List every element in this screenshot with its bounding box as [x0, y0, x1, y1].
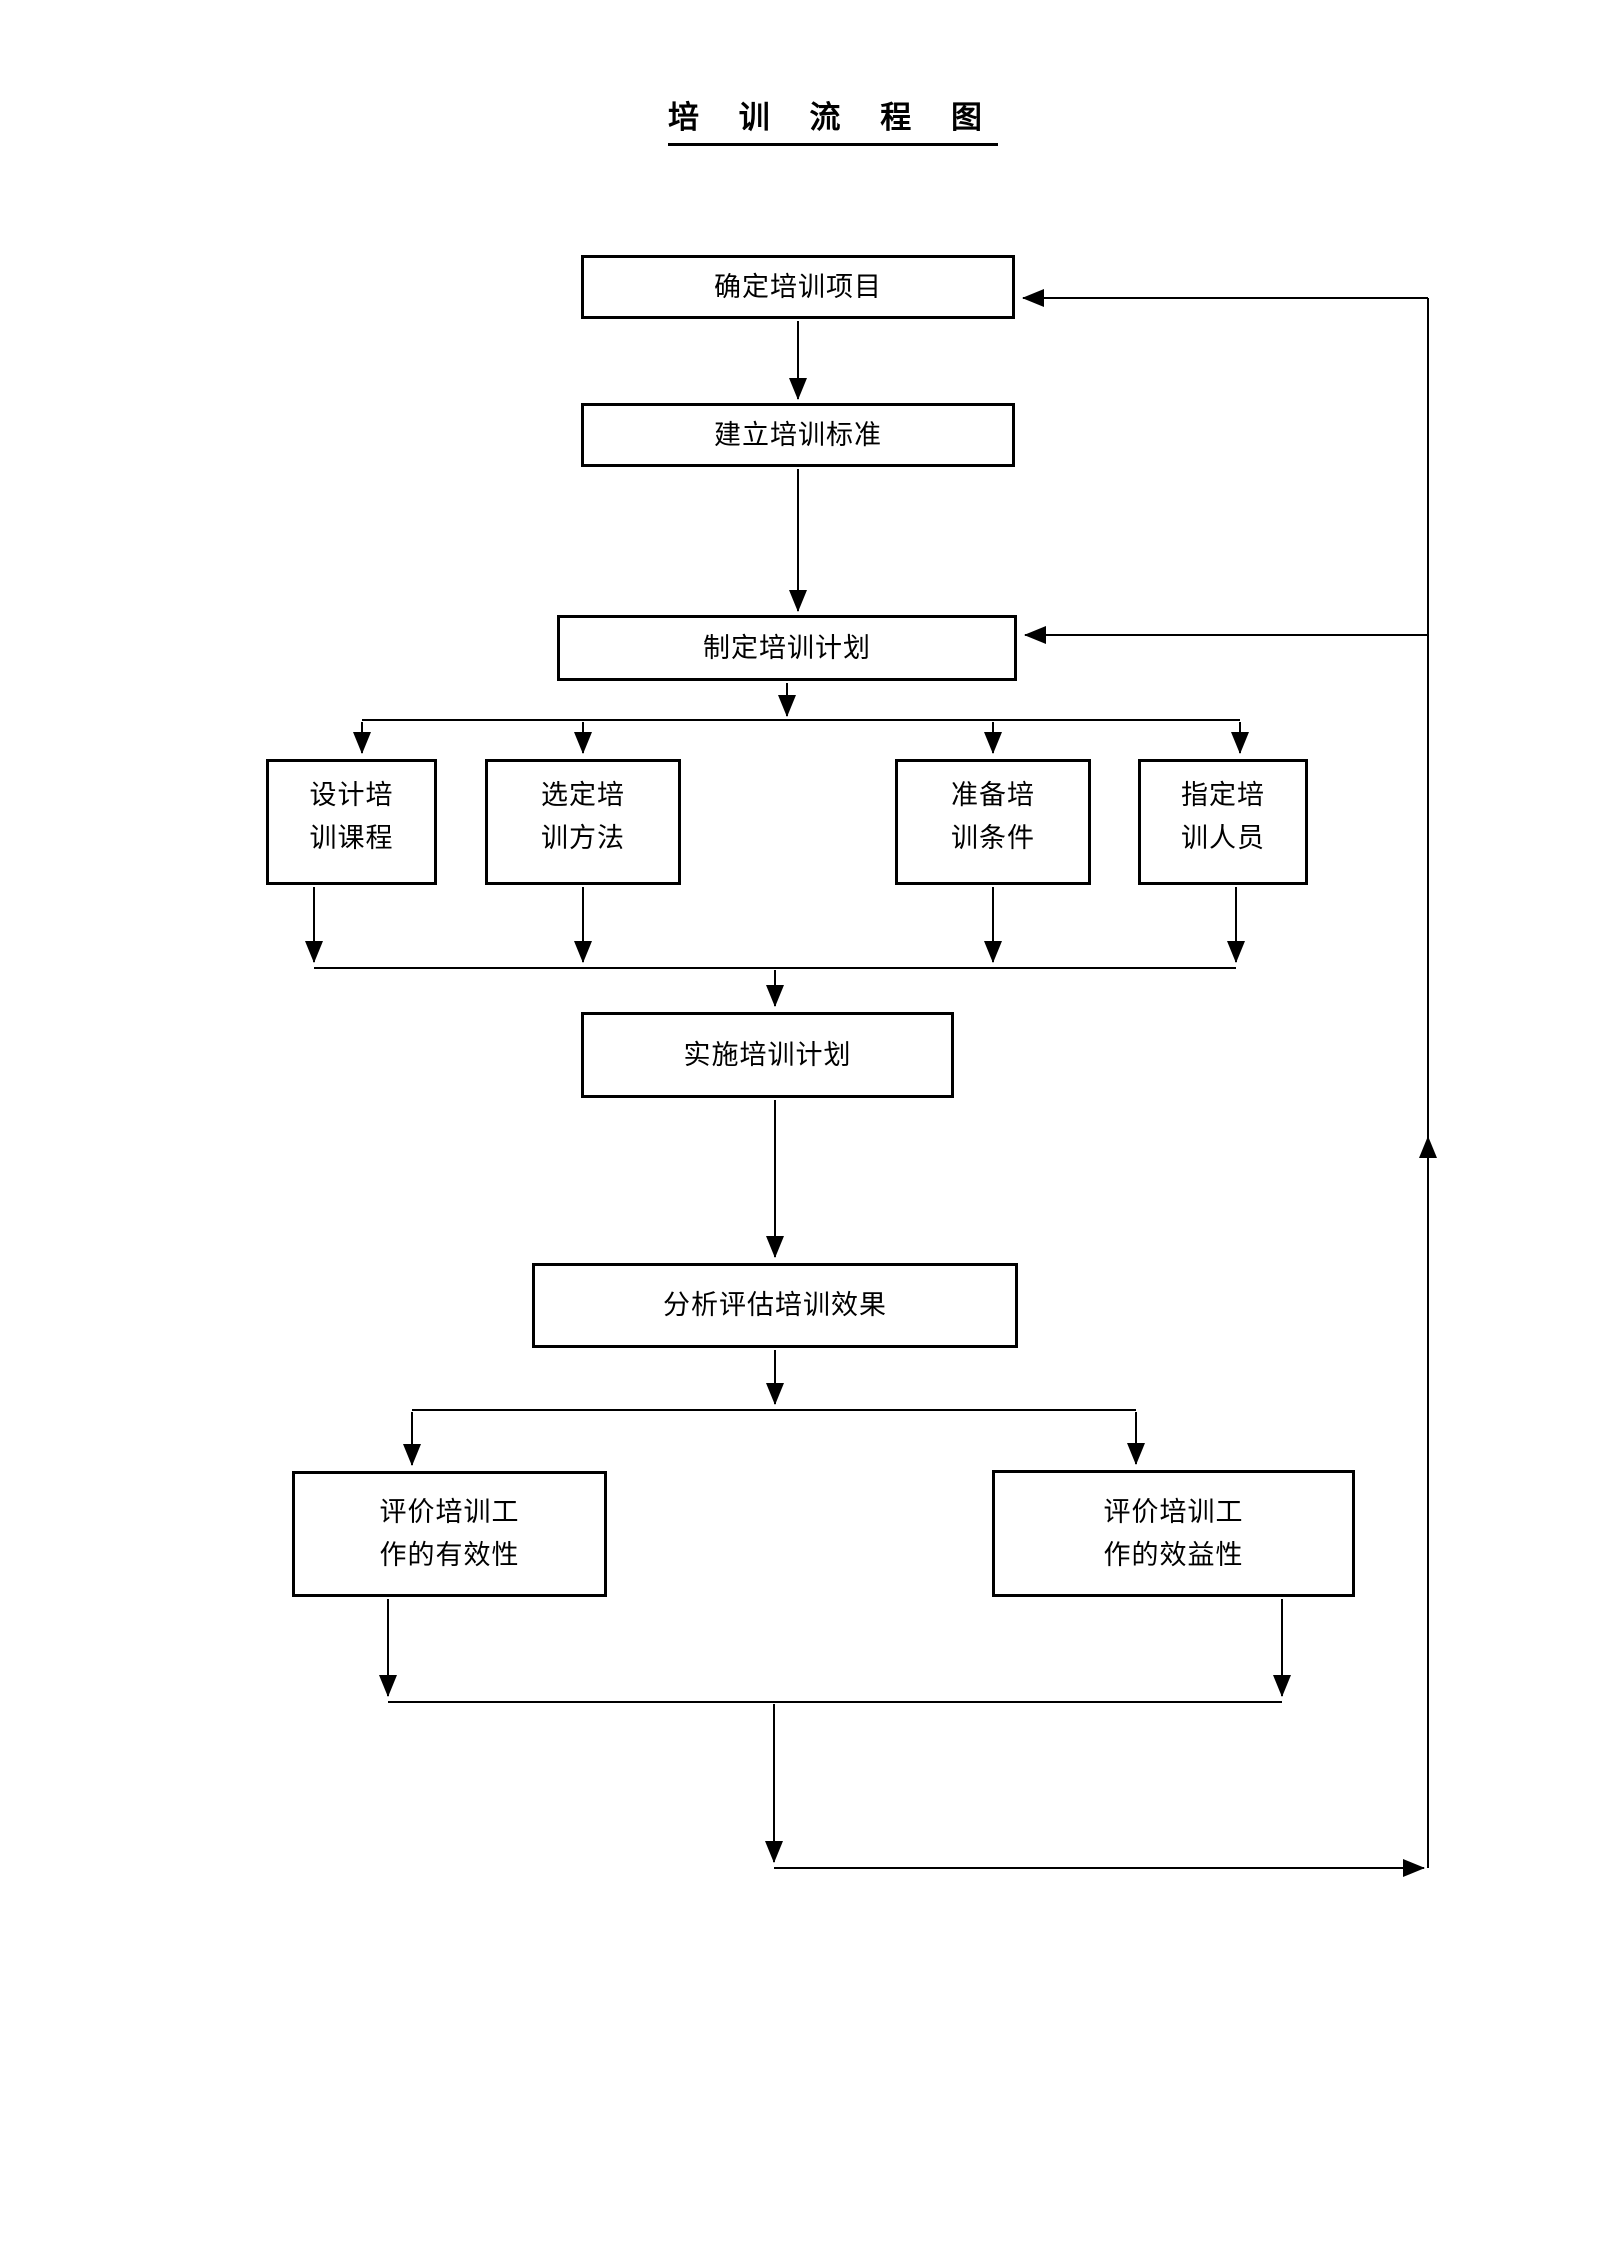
node-make-training-plan: 制定培训计划 [557, 615, 1017, 681]
node-establish-training-standards: 建立培训标准 [581, 403, 1015, 467]
node-label-line2: 训方法 [541, 822, 625, 853]
node-evaluate-training-benefit: 评价培训工 作的效益性 [992, 1470, 1355, 1597]
node-label: 确定培训项目 [714, 271, 882, 302]
node-evaluate-training-effectiveness: 评价培训工 作的有效性 [292, 1471, 607, 1597]
node-analyze-evaluate-training-results: 分析评估培训效果 [532, 1263, 1018, 1348]
node-label-line1: 设计培 [309, 780, 394, 810]
node-label-line1: 评价培训工 [379, 1497, 520, 1528]
node-label-line2: 训课程 [309, 822, 394, 853]
node-prepare-training-conditions: 准备培 训条件 [895, 759, 1091, 885]
node-label-line2: 训条件 [951, 822, 1035, 853]
node-implement-training-plan: 实施培训计划 [581, 1012, 954, 1098]
node-label: 制定培训计划 [703, 632, 871, 663]
node-label-line2: 作的有效性 [379, 1540, 520, 1570]
node-label-line1: 选定培 [541, 780, 625, 810]
node-determine-training-project: 确定培训项目 [581, 255, 1015, 319]
node-label-line1: 准备培 [951, 780, 1035, 810]
arrowhead-up-feedback [1419, 1136, 1437, 1158]
node-label: 建立培训标准 [714, 419, 882, 450]
node-select-training-methods: 选定培 训方法 [485, 759, 681, 885]
node-label: 分析评估培训效果 [663, 1290, 887, 1321]
node-label-line2: 训人员 [1181, 822, 1265, 853]
node-appoint-training-personnel: 指定培 训人员 [1138, 759, 1308, 885]
node-label: 实施培训计划 [683, 1039, 852, 1070]
node-design-training-courses: 设计培 训课程 [266, 759, 437, 885]
flowchart-title: 培 训 流 程 图 [668, 92, 998, 146]
node-label-line2: 作的效益性 [1103, 1539, 1244, 1570]
node-label-line1: 指定培 [1181, 780, 1265, 810]
node-label-line1: 评价培训工 [1103, 1496, 1244, 1527]
